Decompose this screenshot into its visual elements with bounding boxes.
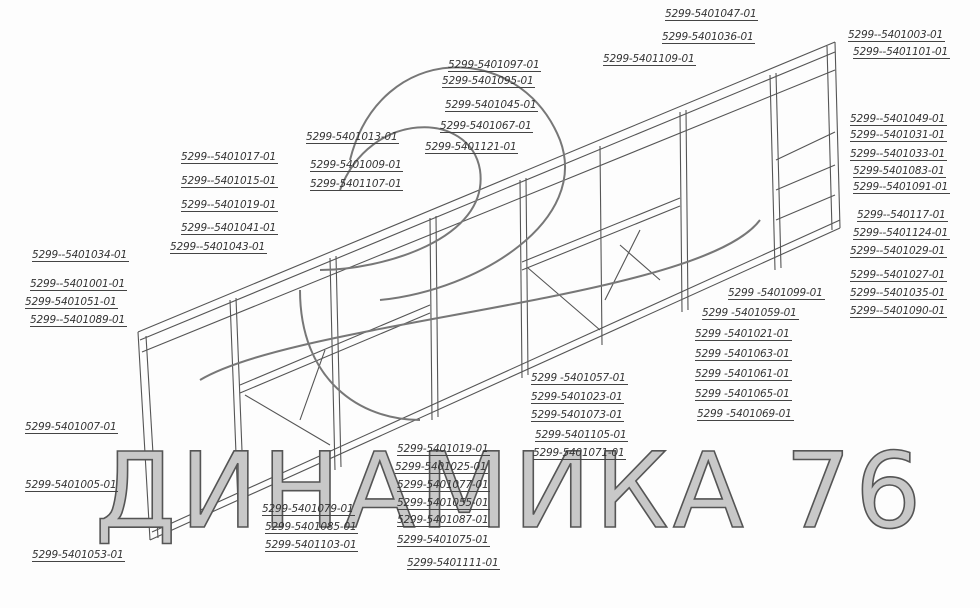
part-number-label: 5299--5401049-01 — [850, 113, 948, 126]
part-number-label: 5299-5401047-01 — [665, 8, 759, 21]
part-number-label: 5299-5401083-01 — [853, 165, 947, 178]
part-number-label: 5299-5401055-01 — [397, 497, 491, 510]
part-number-label: 5299-5401075-01 — [397, 534, 491, 547]
part-number-label: 5299-5401071-01 — [533, 447, 627, 460]
part-number-label: 5299--5401089-01 — [30, 314, 128, 327]
part-number-label: 5299-5401087-01 — [397, 514, 491, 527]
part-number-label: 5299-5401085-01 — [265, 521, 359, 534]
bottom-beam — [149, 219, 841, 541]
part-number-label: 5299 -5401069-01 — [697, 408, 794, 421]
part-number-label: 5299-5401007-01 — [25, 421, 119, 434]
part-number-label: 5299 -5401063-01 — [695, 348, 792, 361]
part-number-label: 5299--5401034-01 — [32, 249, 130, 262]
part-number-label: 5299-5401036-01 — [662, 31, 756, 44]
braces — [244, 229, 661, 446]
part-number-label: 5299--5401090-01 — [850, 305, 948, 318]
watermark: ДИНАМИКА 76 — [94, 429, 926, 553]
mid-rails — [239, 131, 836, 394]
part-number-label: 5299-5401013-01 — [306, 131, 400, 144]
part-number-label: 5299--5401001-01 — [30, 278, 128, 291]
part-number-label: 5299 -5401061-01 — [695, 368, 792, 381]
part-number-label: 5299--5401015-01 — [181, 175, 279, 188]
part-number-label: 5299--5401017-01 — [181, 151, 279, 164]
part-number-label: 5299--540117-01 — [857, 209, 948, 222]
part-number-label: 5299-5401019-01 — [397, 443, 491, 456]
part-number-label: 5299--5401101-01 — [853, 46, 951, 59]
part-number-label: 5299-5401067-01 — [440, 120, 534, 133]
part-number-label: 5299-5401077-01 — [397, 479, 491, 492]
part-number-label: 5299 -5401057-01 — [531, 372, 628, 385]
part-number-label: 5299--5401029-01 — [850, 245, 948, 258]
part-number-label: 5299--5401124-01 — [853, 227, 951, 240]
part-number-label: 5299-5401121-01 — [425, 141, 519, 154]
part-number-label: 5299-5401109-01 — [603, 53, 697, 66]
part-number-label: 5299--5401003-01 — [848, 29, 946, 42]
top-beam — [137, 41, 836, 353]
part-number-label: 5299-5401005-01 — [25, 479, 119, 492]
part-number-label: 5299-5401051-01 — [25, 296, 119, 309]
part-number-label: 5299-5401107-01 — [310, 178, 404, 191]
part-number-label: 5299-5401073-01 — [531, 409, 625, 422]
part-number-label: 5299 -5401065-01 — [695, 388, 792, 401]
part-number-label: 5299-5401009-01 — [310, 159, 404, 172]
part-number-label: 5299-5401105-01 — [535, 429, 629, 442]
part-number-label: 5299--5401027-01 — [850, 269, 948, 282]
part-number-label: 5299-5401079-01 — [262, 503, 356, 516]
part-number-label: 5299 -5401021-01 — [695, 328, 792, 341]
part-number-label: 5299-5401045-01 — [445, 99, 539, 112]
part-number-label: 5299--5401091-01 — [853, 181, 951, 194]
part-number-label: 5299 -5401099-01 — [728, 287, 825, 300]
part-number-label: 5299-5401025-01 — [395, 461, 489, 474]
part-number-label: 5299 -5401059-01 — [702, 307, 799, 320]
part-number-label: 5299--5401043-01 — [170, 241, 268, 254]
logo-swoosh — [199, 66, 761, 421]
part-number-label: 5299-5401023-01 — [531, 391, 625, 404]
part-number-label: 5299-5401095-01 — [442, 75, 536, 88]
part-number-label: 5299--5401035-01 — [850, 287, 948, 300]
part-number-label: 5299--5401031-01 — [850, 129, 948, 142]
part-number-label: 5299-5401053-01 — [32, 549, 126, 562]
part-number-label: 5299--5401041-01 — [181, 222, 279, 235]
part-number-label: 5299--5401019-01 — [181, 199, 279, 212]
end-posts — [137, 41, 841, 541]
part-number-label: 5299-5401103-01 — [265, 539, 359, 552]
part-number-label: 5299--5401033-01 — [850, 148, 948, 161]
part-number-label: 5299-5401097-01 — [448, 59, 542, 72]
part-number-label: 5299-5401111-01 — [407, 557, 501, 570]
